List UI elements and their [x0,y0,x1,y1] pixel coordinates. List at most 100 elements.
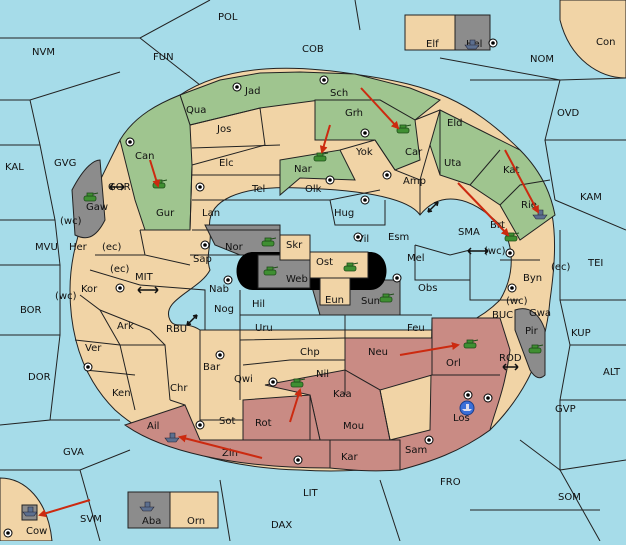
sea-label: POL [218,12,238,23]
province-label: Esm [388,232,409,243]
province-label: Sun [361,296,380,307]
province-label: Elc [219,158,234,169]
province-label: Mel [407,253,425,264]
province-label: Vil [357,234,369,245]
tank-icon[interactable] [83,192,99,202]
province-label: Byn [523,273,542,284]
ship-icon[interactable] [464,39,480,50]
supply-center-icon [3,528,13,538]
ship-icon[interactable] [22,506,38,517]
province-label: Skr [286,240,303,251]
tank-icon[interactable] [396,124,412,134]
province-label: Kar [341,452,359,463]
province-label: Lan [202,208,220,219]
province-label: Kaa [333,389,352,400]
ship-icon[interactable] [459,400,475,416]
move-arrow [504,149,539,214]
supply-center-icon [293,455,303,465]
move-arrow [38,499,91,518]
sea-labels: POL FUN COB NVM NOM OVD KAL GVG GOR KAM … [5,12,621,531]
province-label: Chr [170,383,188,394]
province-label: Cow [26,526,47,537]
province-label: Mou [343,421,364,432]
province-label: Nar [294,164,313,175]
province-label: Ver [85,343,102,354]
province-label: Kat [503,165,520,176]
supply-center-icon [392,273,402,283]
supply-center-icon [195,182,205,192]
move-arrow [319,124,331,154]
supply-center-icon [223,275,233,285]
province-label: Hil [252,299,265,310]
province-label: Eun [325,295,344,306]
move-arrows [38,87,539,518]
supply-centers [3,38,517,538]
supply-center-icon [488,38,498,48]
province-label: Sch [330,88,348,99]
tank-icon[interactable] [528,344,544,354]
sea-label: ALT [603,367,621,378]
coast-label: (wc) [60,216,82,227]
supply-center-icon [353,232,363,242]
sea-label: SVM [80,514,102,525]
province-label: Nor [225,242,244,253]
province-label: Uta [444,158,461,169]
province-label: Rie [521,200,537,211]
tank-icon[interactable] [379,293,395,303]
province-label: Ken [112,388,131,399]
province-label: Con [596,37,615,48]
province-label: Car [405,147,423,158]
supply-center-icon [382,170,392,180]
province-label: Pir [525,326,539,337]
province-label: Aba [142,516,161,527]
sea-label: GVP [555,404,576,415]
province-label: Web [286,274,308,285]
province-label: Bar [203,362,221,373]
sea-label: KAM [580,192,602,203]
province-label: Grh [345,108,363,119]
sea-label: KUP [571,328,591,339]
canal-arrow [109,183,125,191]
sea-label: GVG [54,158,76,169]
tank-icon[interactable] [261,237,277,247]
province-label: Sam [405,445,427,456]
province-label: Yok [355,147,373,158]
province-label: Jos [216,124,231,135]
province-label: Feu [407,323,425,334]
province-label: Her [69,242,88,253]
sea-label: DOR [28,372,51,383]
province-label: Gwa [529,308,551,319]
sea-label: OVD [557,108,580,119]
move-arrow [399,342,460,356]
province-label: Gaw [86,202,108,213]
tank-icon[interactable] [290,378,306,388]
supply-center-icon [325,175,335,185]
province-label: Olk [305,184,322,195]
province-label: Uru [255,323,273,334]
coast-label: (ec) [551,262,571,273]
province-label: Kor [81,284,98,295]
ship-icon[interactable] [164,432,180,443]
province-label: Tel [251,184,265,195]
province-label: Qua [186,105,206,116]
province-label: Nil [316,369,329,380]
supply-center-icon [215,350,225,360]
sea-label: GVA [63,447,84,458]
coast-label: (wc) [484,246,506,257]
sea-label: SMA [458,227,480,238]
tank-icon[interactable] [263,266,279,276]
sea-label: LIT [303,488,319,499]
supply-center-icon [360,195,370,205]
province-label: Hug [334,208,354,219]
canal-arrow [186,314,198,326]
province-label: Nab [209,284,229,295]
supply-center-icon [463,390,473,400]
move-arrow [149,159,161,188]
province-label: Neu [368,347,388,358]
sea-label: FRO [440,477,461,488]
tank-icon[interactable] [343,262,359,272]
tank-icon[interactable] [463,339,479,349]
ship-icon[interactable] [139,501,155,512]
